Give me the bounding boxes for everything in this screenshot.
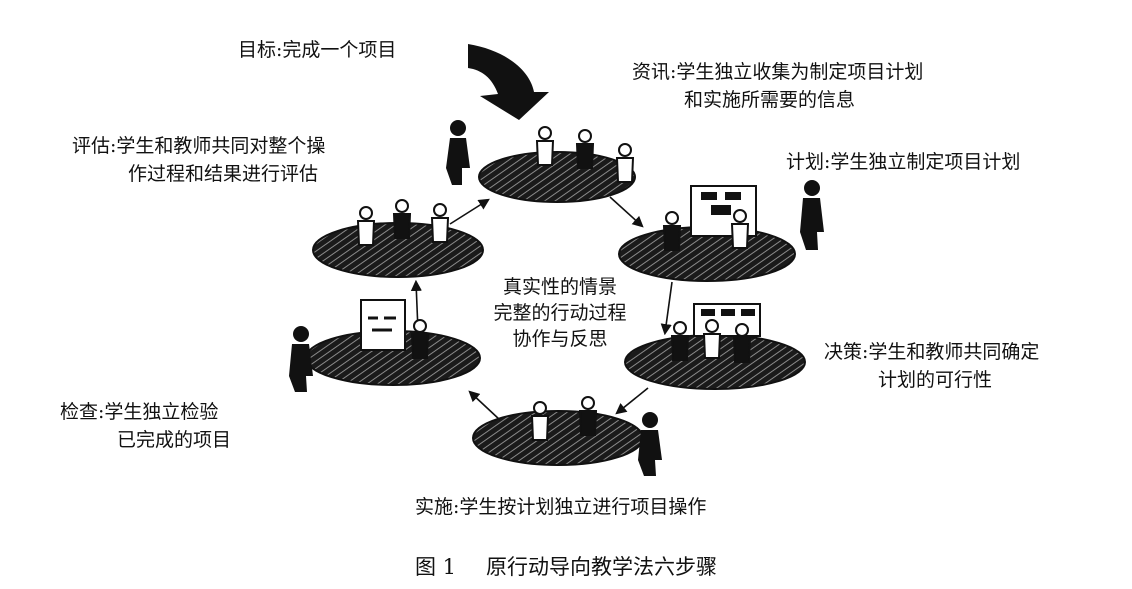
teacher-evaluate xyxy=(446,120,470,185)
step-evaluate-line-1: 评估:学生和教师共同对整个操 xyxy=(72,135,326,157)
step-info-line-1: 资讯:学生独立收集为制定项目计划 xyxy=(632,61,924,83)
figure-title: 原行动导向教学法六步骤 xyxy=(486,555,718,579)
figure-evaluate-11 xyxy=(392,199,412,239)
arrow-evaluate-info xyxy=(449,198,490,225)
figure-evaluate-12 xyxy=(430,203,450,243)
figure-info-2 xyxy=(615,143,635,183)
step-plan-label: 计划:学生独立制定项目计划 xyxy=(786,148,1020,176)
figure-decide-5 xyxy=(670,321,690,361)
arrow-plan-decide xyxy=(660,281,673,336)
check-board xyxy=(360,299,406,351)
figure-check-13 xyxy=(410,319,430,359)
figure-implement-9 xyxy=(578,396,598,436)
goal-arrow xyxy=(468,44,549,120)
figure-caption: 图 1 原行动导向教学法六步骤 xyxy=(0,551,1132,581)
figure-plan-3 xyxy=(662,211,682,251)
figure-number: 图 1 xyxy=(414,555,457,579)
step-evaluate-label: 评估:学生和教师共同对整个操 作过程和结果进行评估 xyxy=(72,132,325,188)
step-implement-line-1: 实施:学生按计划独立进行项目操作 xyxy=(415,496,707,518)
arrow-implement-check xyxy=(468,390,501,421)
step-implement-label: 实施:学生按计划独立进行项目操作 xyxy=(415,493,706,521)
decision-board xyxy=(693,303,761,337)
arrow-decide-implement xyxy=(615,387,649,415)
center-text: 真实性的情景 完整的行动过程 协作与反思 xyxy=(455,274,665,352)
center-line-2: 完整的行动过程 xyxy=(493,302,627,324)
center-line-1: 真实性的情景 xyxy=(502,276,617,298)
figure-plan-4 xyxy=(730,209,750,249)
step-info-label: 资讯:学生独立收集为制定项目计划 和实施所需要的信息 xyxy=(632,58,923,114)
step-decide-label: 决策:学生和教师共同确定 计划的可行性 xyxy=(824,338,1039,394)
figure-info-1 xyxy=(575,129,595,169)
teacher-plan xyxy=(800,180,824,250)
teacher-implement xyxy=(638,412,662,476)
platform-info xyxy=(478,151,636,203)
teacher-check xyxy=(289,326,313,392)
step-decide-line-1: 决策:学生和教师共同确定 xyxy=(824,341,1040,363)
figure-decide-7 xyxy=(732,323,752,363)
step-plan-line-1: 计划:学生独立制定项目计划 xyxy=(786,151,1021,173)
step-evaluate-line-2: 作过程和结果进行评估 xyxy=(128,163,319,185)
arrow-info-plan xyxy=(609,196,644,228)
step-check-line-1: 检查:学生独立检验 xyxy=(60,401,219,423)
figure-info-0 xyxy=(535,126,555,166)
step-decide-line-2: 计划的可行性 xyxy=(878,369,993,391)
center-line-3: 协作与反思 xyxy=(512,328,608,350)
figure-decide-6 xyxy=(702,319,722,359)
figure-evaluate-10 xyxy=(356,206,376,246)
figure-implement-8 xyxy=(530,401,550,441)
step-info-line-2: 和实施所需要的信息 xyxy=(684,89,856,111)
step-check-label: 检查:学生独立检验 已完成的项目 xyxy=(60,398,231,454)
step-check-line-2: 已完成的项目 xyxy=(117,429,232,451)
goal-label: 目标:完成一个项目 xyxy=(238,39,397,61)
